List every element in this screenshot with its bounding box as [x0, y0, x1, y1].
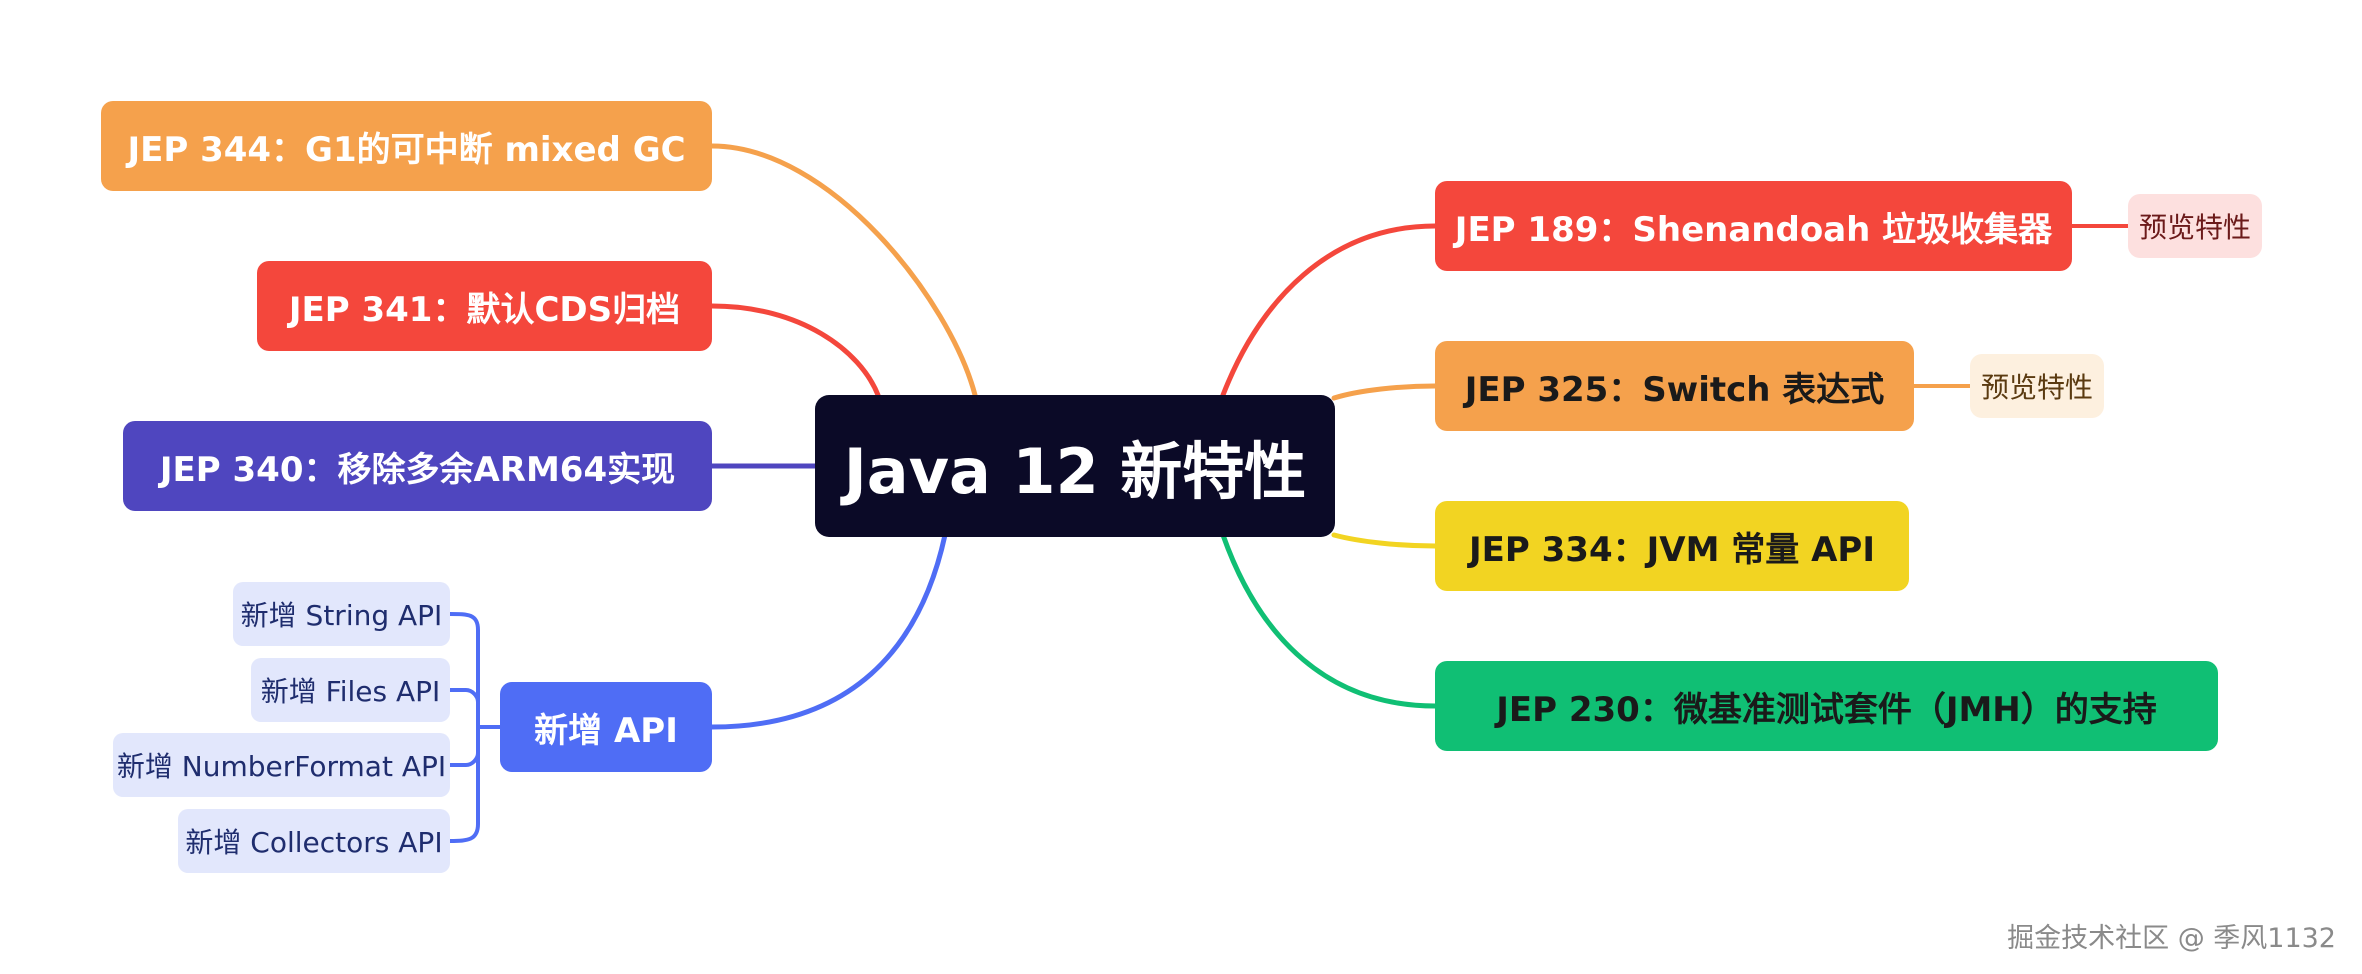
branch-jep-325[interactable]: JEP 325：Switch 表达式 [1435, 341, 1914, 431]
branch-jep-340[interactable]: JEP 340：移除多余ARM64实现 [123, 421, 712, 511]
preview-tag-jep-189[interactable]: 预览特性 [2128, 194, 2262, 258]
branch-jep-230[interactable]: JEP 230：微基准测试套件（JMH）的支持 [1435, 661, 2218, 751]
branch-jep-189[interactable]: JEP 189：Shenandoah 垃圾收集器 [1435, 181, 2072, 271]
connector-left-0 [709, 143, 978, 398]
connector-right-1 [1331, 383, 1438, 401]
branch-jep-334[interactable]: JEP 334：JVM 常量 API [1435, 501, 1909, 591]
sub-branch-collectors-api[interactable]: 新增 Collectors API [178, 809, 450, 873]
root-node[interactable]: Java 12 新特性 [815, 395, 1335, 537]
connector-sub-branches [448, 612, 502, 843]
sub-branch-string-api[interactable]: 新增 String API [233, 582, 450, 646]
preview-tag-jep-325[interactable]: 预览特性 [1970, 354, 2104, 418]
sub-branch-files-api[interactable]: 新增 Files API [251, 658, 450, 722]
sub-branch-numberformat-api[interactable]: 新增 NumberFormat API [113, 733, 450, 797]
connector-right-3 [1220, 532, 1438, 709]
branch-jep-341[interactable]: JEP 341：默认CDS归档 [257, 261, 712, 351]
connector-right-0 [1220, 223, 1438, 398]
connector-right-2 [1331, 532, 1438, 549]
branch-new-api[interactable]: 新增 API [500, 682, 712, 772]
branch-jep-344[interactable]: JEP 344：G1的可中断 mixed GC [101, 101, 712, 191]
connector-left-3 [709, 532, 948, 730]
watermark: 掘金技术社区 @ 季风1132 [2007, 923, 2336, 954]
connector-left-1 [709, 303, 881, 398]
